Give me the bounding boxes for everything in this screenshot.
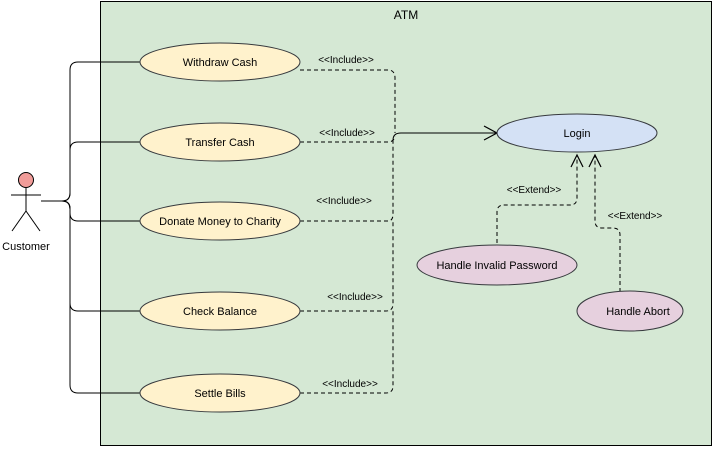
include-label-bills: <<Include>> (322, 379, 378, 390)
use-case-handle-invalid-password[interactable]: Handle Invalid Password (416, 244, 578, 286)
association-transfer (41, 141, 140, 202)
include-label-transfer: <<Include>> (319, 128, 375, 139)
include-label-balance: <<Include>> (327, 292, 383, 303)
use-case-transfer-cash[interactable]: Transfer Cash (139, 122, 301, 162)
include-label-donate: <<Include>> (316, 196, 372, 207)
system-title: ATM (394, 8, 418, 22)
actor-head (18, 172, 34, 188)
use-case-handle-abort[interactable]: Handle Abort (576, 290, 684, 332)
use-case-label: Handle Abort (606, 306, 670, 318)
use-case-label: Donate Money to Charity (159, 216, 281, 228)
include-label-withdraw: <<Include>> (318, 55, 374, 66)
associations (41, 61, 140, 394)
actor-leg-right (25, 210, 41, 232)
use-case-label: Check Balance (183, 306, 257, 318)
use-case-donate-money[interactable]: Donate Money to Charity (139, 201, 301, 241)
arrowhead-extend-abort (588, 153, 602, 168)
use-case-withdraw-cash[interactable]: Withdraw Cash (139, 42, 301, 82)
include-arrow-to-login (392, 132, 497, 141)
include-bills (300, 310, 394, 394)
use-case-label: Withdraw Cash (183, 57, 258, 69)
association-bills (41, 200, 140, 394)
include-balance (300, 220, 394, 312)
include-transfer (300, 135, 396, 143)
actor-customer[interactable]: Customer (2, 172, 50, 254)
use-case-check-balance[interactable]: Check Balance (139, 291, 301, 331)
extend-label-invalid: <<Extend>> (507, 185, 562, 196)
include-donate (300, 140, 394, 222)
actor-leg-left (11, 210, 27, 232)
use-case-label: Handle Invalid Password (436, 260, 557, 272)
use-case-login[interactable]: Login (496, 113, 658, 153)
use-case-label: Transfer Cash (185, 137, 254, 149)
include-withdraw (300, 69, 396, 133)
extend-relations (496, 156, 621, 292)
include-relations (300, 69, 396, 394)
actor-name: Customer (2, 241, 50, 253)
arrowhead-extend-invalid (570, 153, 584, 168)
use-case-label: Login (564, 128, 591, 140)
use-case-label: Settle Bills (194, 388, 246, 400)
extend-label-abort: <<Extend>> (608, 211, 663, 222)
extend-abort (594, 156, 621, 292)
use-case-settle-bills[interactable]: Settle Bills (139, 373, 301, 413)
